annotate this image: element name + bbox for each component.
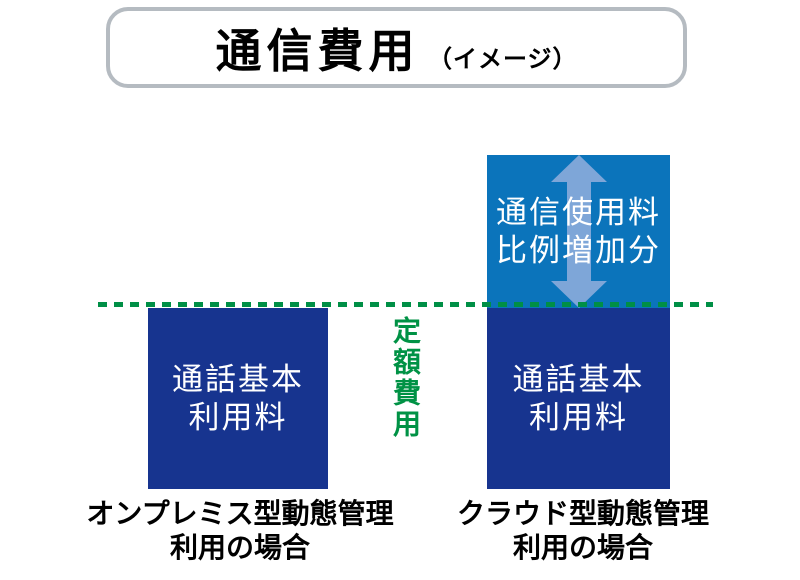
variable-fee-label: 通信使用料 比例増加分 [496, 194, 661, 270]
fixed-cost-dotted-line [98, 302, 713, 307]
onpremise-base-fee-bar: 通話基本 利用料 [148, 308, 328, 489]
title-text-group: 通信費用 （イメージ） [216, 15, 578, 81]
title-box: 通信費用 （イメージ） [106, 7, 687, 88]
cloud-caption-line2: 利用の場合 [512, 532, 653, 563]
base-fee-label-line2: 利用料 [188, 399, 288, 435]
page-subtitle: （イメージ） [427, 45, 578, 73]
updown-arrow-icon [550, 155, 607, 308]
onpremise-caption-line1: オンプレミス型動態管理 [86, 498, 394, 529]
variable-fee-label-line2: 比例増加分 [496, 232, 661, 268]
base-fee-label-line2: 利用料 [529, 399, 628, 435]
cloud-caption: クラウド型動態管理 利用の場合 [403, 497, 763, 565]
cloud-caption-line1: クラウド型動態管理 [456, 498, 709, 529]
cloud-variable-fee-bar: 通信使用料 比例増加分 [487, 155, 670, 308]
variable-fee-label-line1: 通信使用料 [496, 194, 661, 230]
page-title: 通信費用 [215, 24, 420, 77]
base-fee-label: 通話基本 利用料 [172, 361, 304, 437]
onpremise-caption-line2: 利用の場合 [169, 532, 310, 563]
onpremise-caption: オンプレミス型動態管理 利用の場合 [38, 497, 442, 565]
base-fee-label: 通話基本 利用料 [513, 361, 645, 437]
base-fee-label-line1: 通話基本 [512, 361, 645, 397]
fixed-cost-label: 定額費用 [390, 316, 421, 440]
base-fee-label-line1: 通話基本 [172, 361, 304, 397]
cloud-base-fee-bar: 通話基本 利用料 [487, 308, 670, 489]
